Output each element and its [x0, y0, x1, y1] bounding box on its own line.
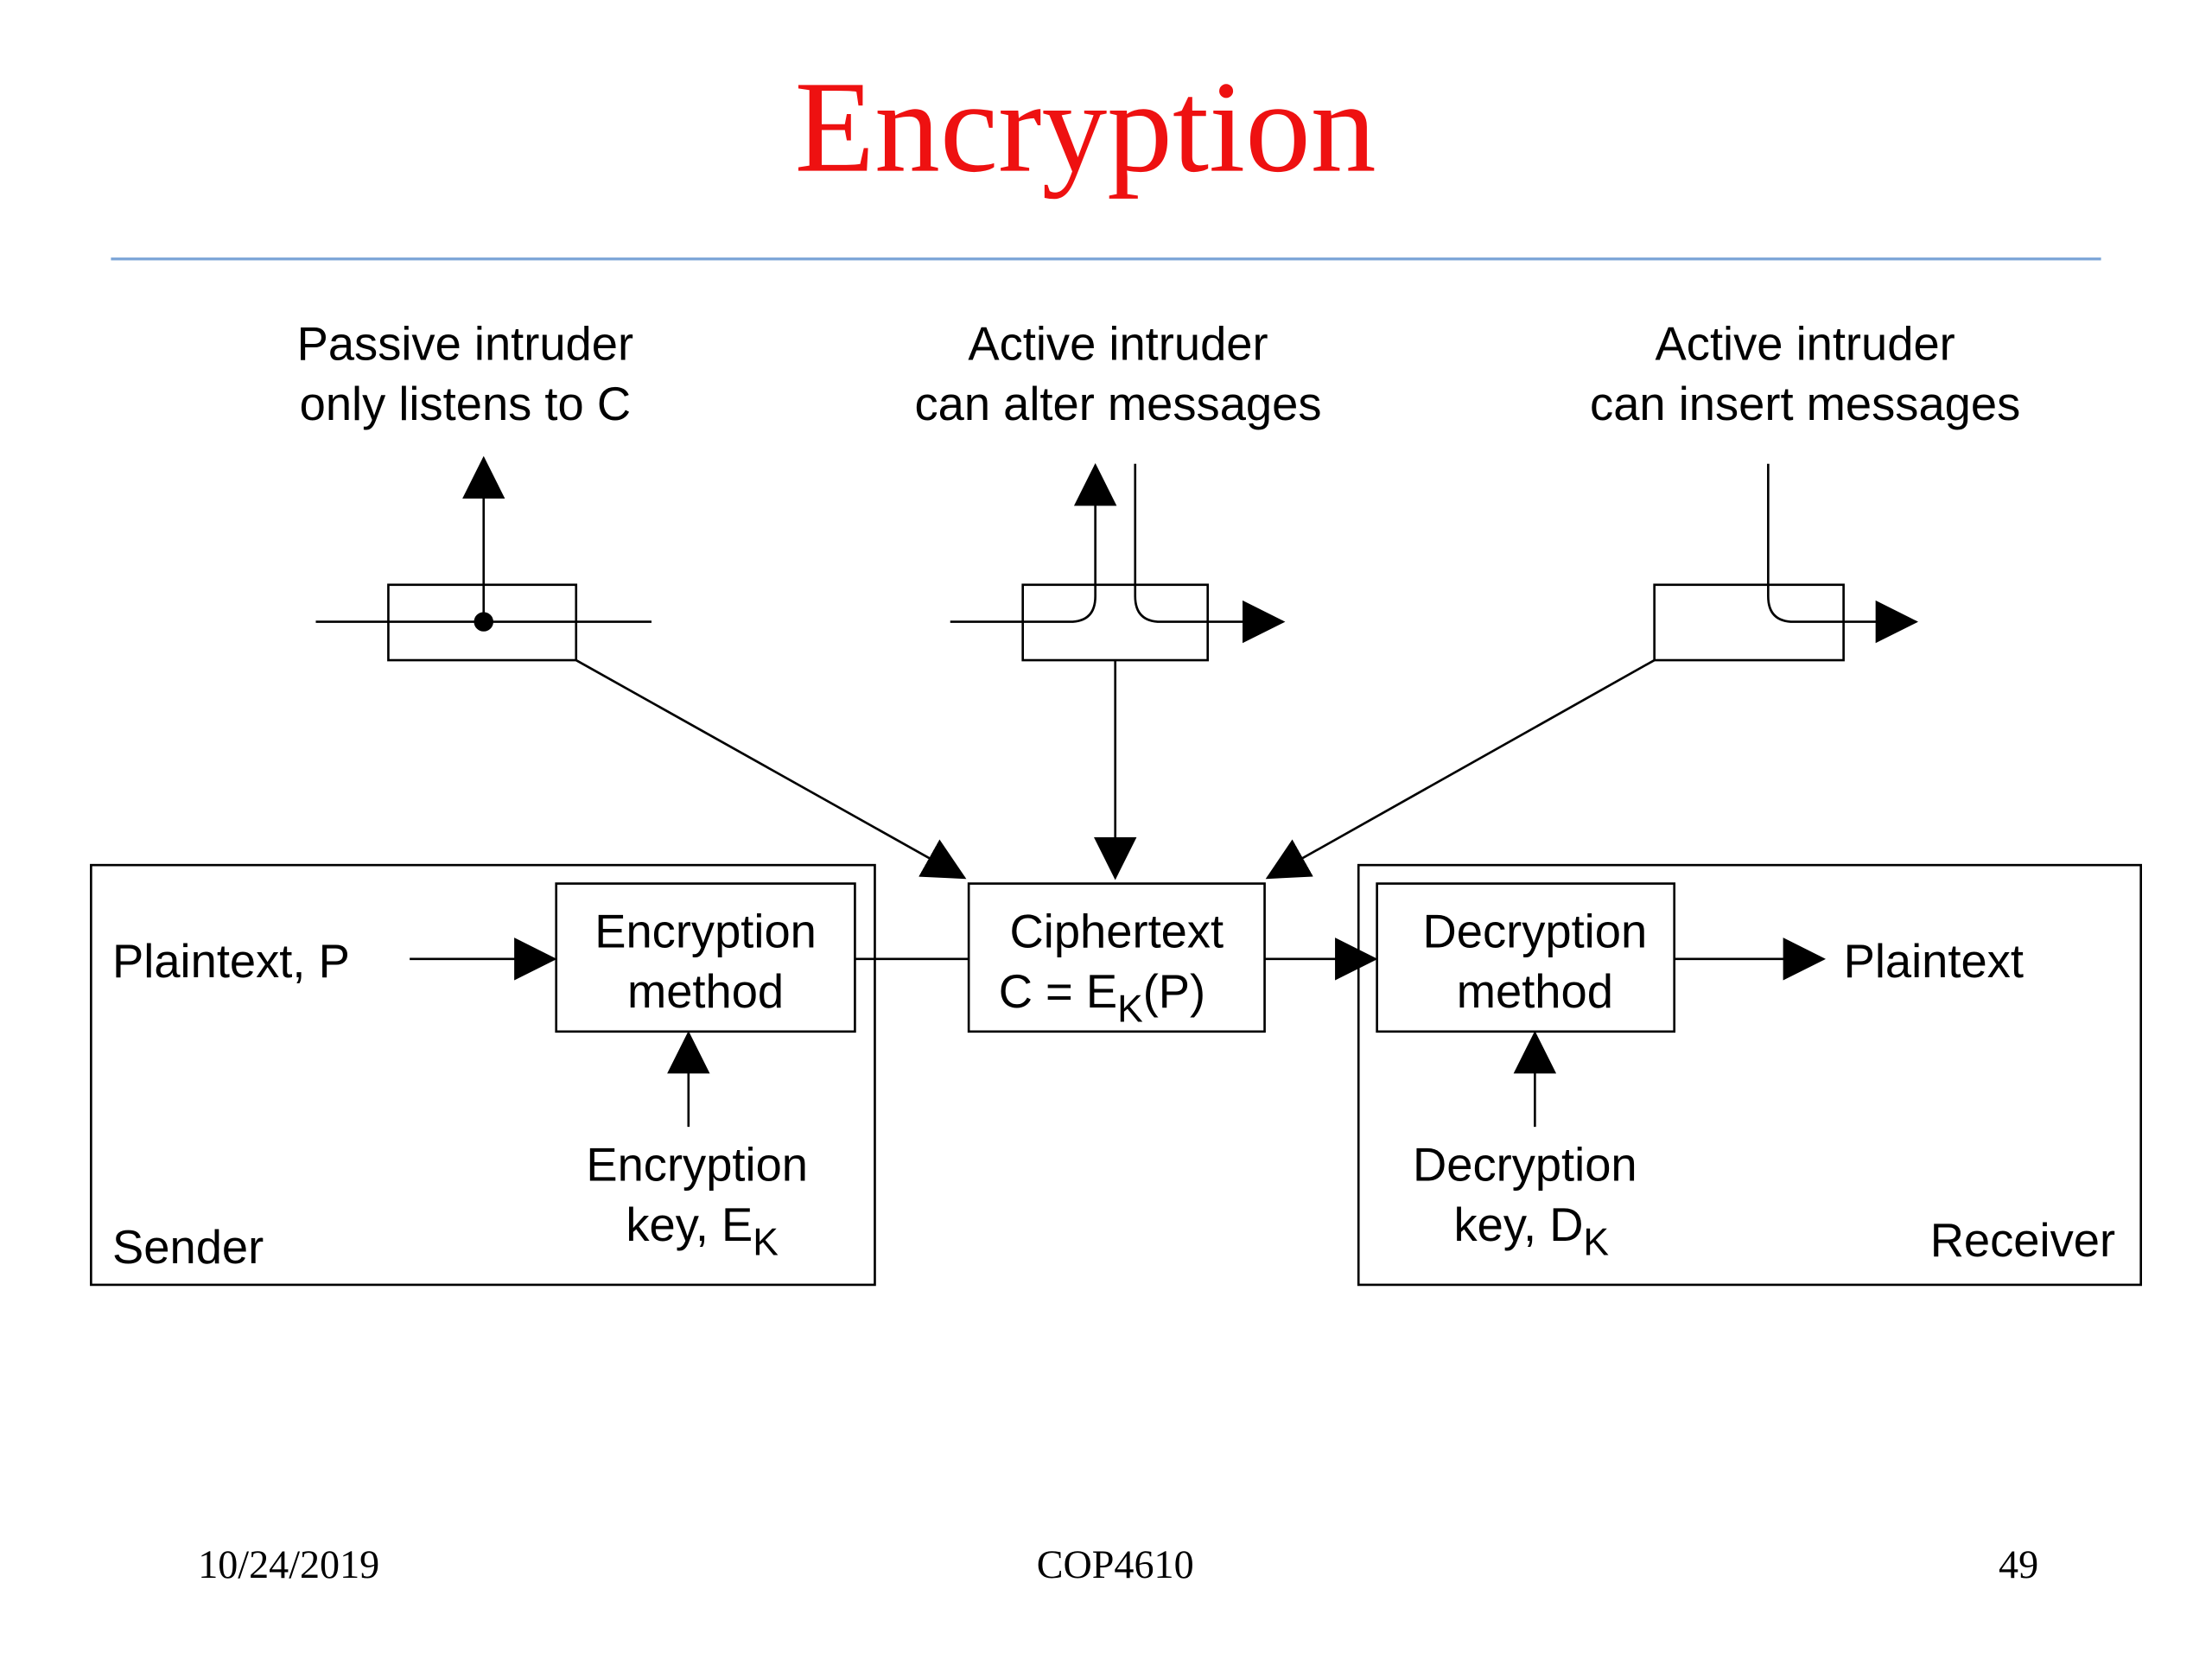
ciphertext-formula-prefix: C = E [999, 965, 1117, 1018]
encryption-method-line1: Encryption [594, 906, 817, 958]
encryption-key-subscript: K [753, 1221, 779, 1263]
ciphertext-box [967, 882, 1266, 1033]
alter-incoming-path [1134, 463, 1286, 644]
encryption-key-line2: key, EK [626, 1198, 779, 1263]
alter-tap [950, 462, 1286, 662]
insert-intruder-label: Active intruder can insert messages [1590, 318, 2020, 430]
decryption-key-line1: Decryption [1413, 1139, 1637, 1192]
ciphertext-node: Ciphertext C = EK(P) [967, 882, 1266, 1033]
footer-course: COP4610 [1037, 1542, 1194, 1586]
receiver-plaintext-label: Plaintext [1844, 935, 2024, 988]
receiver-panel: Decryption method Plaintext Decryption k… [1357, 863, 2143, 1287]
decryption-key-subscript: K [1583, 1221, 1609, 1263]
ciphertext-line1: Ciphertext [1010, 906, 1224, 958]
footer-page-number: 49 [1999, 1542, 2038, 1586]
decryption-method-line2: method [1457, 965, 1613, 1018]
encryption-key-text: key, E [626, 1198, 753, 1251]
alter-intruder-line1: Active intruder [968, 318, 1268, 371]
insert-intruder-line1: Active intruder [1656, 318, 1955, 371]
passive-tap [315, 455, 652, 662]
ciphertext-line2: C = EK(P) [999, 965, 1205, 1030]
slide-title: Encryption [795, 54, 1376, 200]
insert-incoming-path [1767, 463, 1919, 644]
sender-panel: Plaintext, P Encryption method Encryptio… [90, 863, 876, 1287]
ciphertext-formula-suffix: (P) [1143, 965, 1205, 1018]
insert-intruder-line2: can insert messages [1590, 378, 2020, 430]
decryption-key-text: key, D [1454, 1198, 1584, 1251]
tap-connectors [575, 658, 1656, 880]
passive-intruder-label: Passive intruder only listens to C [297, 318, 633, 430]
alter-outgoing-path [950, 462, 1117, 623]
passive-intruder-line2: only listens to C [300, 378, 631, 430]
insert-to-cipher-arrow [1265, 658, 1656, 880]
receiver-box [1357, 863, 2143, 1287]
sender-label: Sender [112, 1221, 264, 1274]
sender-box [90, 863, 876, 1287]
alter-intruder-line2: can alter messages [914, 378, 1321, 430]
footer-date: 10/24/2019 [198, 1542, 379, 1586]
alter-intruder-label: Active intruder can alter messages [914, 318, 1321, 430]
encryption-key-line1: Encryption [586, 1139, 808, 1192]
sender-plaintext-label: Plaintext, P [112, 935, 350, 988]
decryption-method-line1: Decryption [1423, 906, 1648, 958]
receiver-label: Receiver [1930, 1214, 2115, 1267]
passive-intruder-line1: Passive intruder [297, 318, 633, 371]
decryption-key-line2: key, DK [1454, 1198, 1610, 1263]
passive-tap-dot [474, 612, 493, 632]
insert-tap [1653, 463, 1919, 662]
passive-to-cipher-arrow [575, 658, 967, 880]
ciphertext-formula-subscript: K [1117, 988, 1143, 1030]
encryption-method-line2: method [627, 965, 784, 1018]
